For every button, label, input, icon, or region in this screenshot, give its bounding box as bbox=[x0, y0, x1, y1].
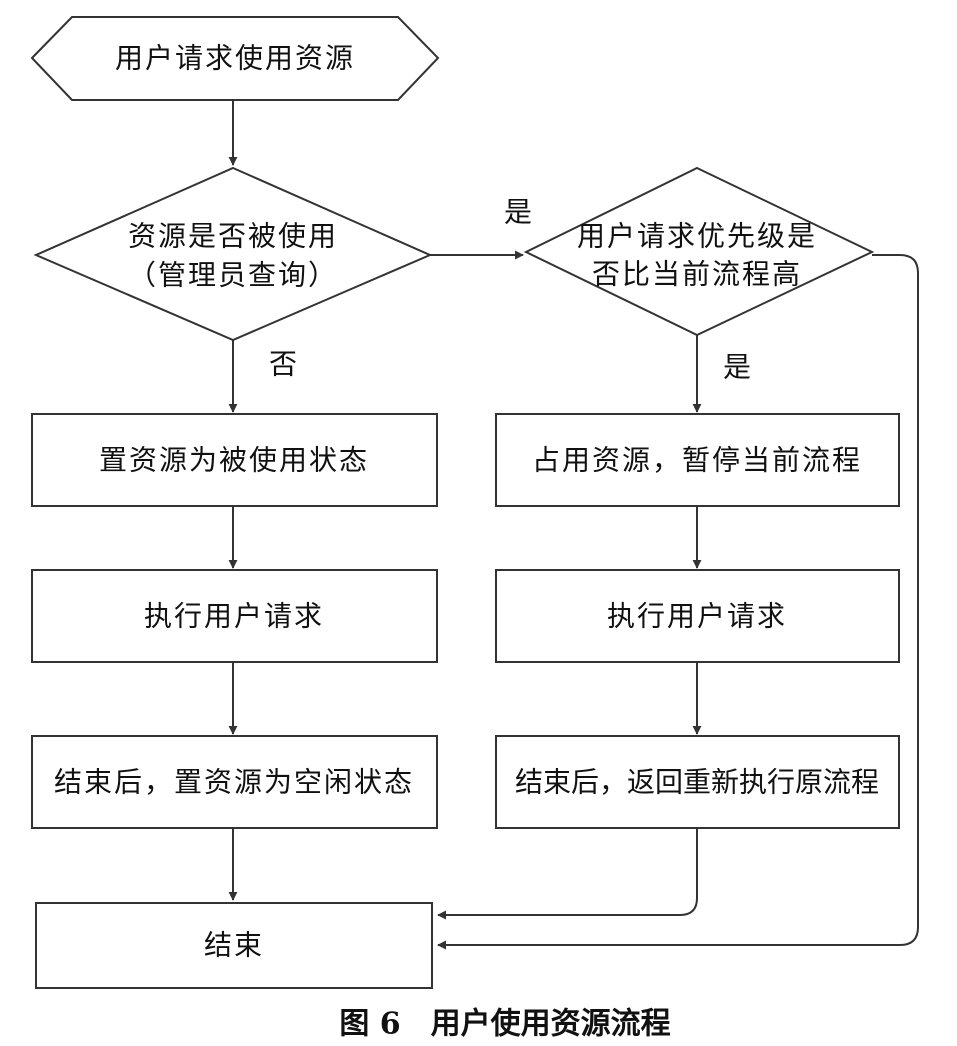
process-exec-left bbox=[31, 569, 438, 663]
figure-caption: 图 6 用户使用资源流程 bbox=[339, 1007, 670, 1042]
process-occupy bbox=[495, 413, 900, 507]
edge-label-used-yes: 是 bbox=[504, 196, 532, 229]
decision-priority-line1: 用户请求优先级是 bbox=[577, 220, 817, 253]
process-finish-left-label: 结束后，置资源为空闲状态 bbox=[54, 766, 414, 799]
decision-resource-used-line2: （管理员查询） bbox=[128, 259, 338, 292]
connector-finish-right-to-end bbox=[437, 828, 698, 920]
process-exec-right-label: 执行用户请求 bbox=[607, 600, 787, 633]
process-exec-left-label: 执行用户请求 bbox=[144, 600, 324, 633]
decision-resource-used-line1: 资源是否被使用 bbox=[128, 220, 338, 253]
decision-priority-higher bbox=[523, 166, 875, 337]
decision-resource-used bbox=[33, 166, 433, 342]
process-finish-right bbox=[495, 735, 900, 829]
end-node bbox=[35, 902, 433, 989]
decision-priority-line2: 否比当前流程高 bbox=[592, 258, 802, 291]
edge-label-priority-yes: 是 bbox=[723, 351, 751, 384]
process-finish-left bbox=[31, 735, 438, 829]
start-node bbox=[30, 16, 440, 101]
end-node-label: 结束 bbox=[204, 929, 264, 962]
process-finish-right-label: 结束后，返回重新执行原流程 bbox=[515, 766, 879, 799]
process-set-used-label: 置资源为被使用状态 bbox=[99, 444, 369, 477]
process-set-used bbox=[31, 413, 438, 507]
process-exec-right bbox=[495, 569, 900, 663]
process-occupy-label: 占用资源，暂停当前流程 bbox=[532, 444, 862, 477]
edge-label-used-no: 否 bbox=[269, 348, 297, 381]
start-node-label: 用户请求使用资源 bbox=[115, 42, 355, 75]
connector-priority-no-to-end bbox=[437, 254, 919, 950]
